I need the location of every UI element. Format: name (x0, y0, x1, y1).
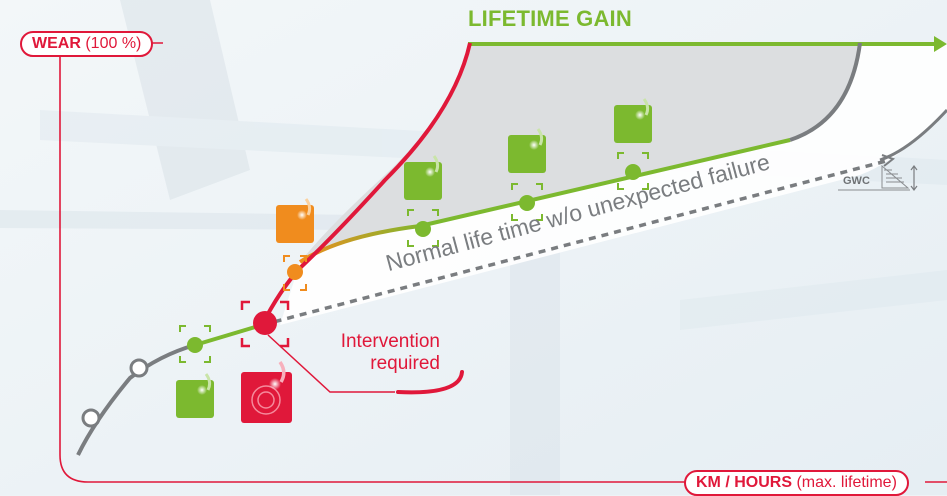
intervention-label-line1: Intervention (340, 331, 440, 352)
green-point (415, 221, 431, 237)
intervention-label: Intervention required (322, 331, 440, 375)
bracket-frames (179, 152, 649, 363)
sensor-icon-green (404, 155, 442, 200)
green-curve-early (194, 323, 263, 347)
gwc-gauge-icon (838, 164, 918, 191)
lifetime-gain-label: LIFETIME GAIN (468, 6, 632, 31)
intervention-label-line2: required (370, 353, 440, 374)
sensor-icon-green (176, 373, 214, 418)
wear-axis-label: WEAR (100 %) (20, 31, 154, 57)
sensor-icon-red (241, 360, 292, 423)
time-axis-label-bold: KM / HOURS (696, 474, 792, 491)
normal-lifetime-area (280, 43, 947, 325)
sensor-icon-orange (276, 198, 314, 243)
red-failure-curve (260, 42, 472, 326)
red-point (253, 311, 277, 335)
green-point (187, 337, 203, 353)
green-curve-improved (298, 138, 791, 264)
orange-point (287, 264, 303, 280)
wear-axis-label-bold: WEAR (32, 35, 81, 52)
normal-lifetime-dashed-line (261, 158, 891, 327)
intervention-connector (267, 334, 395, 393)
green-point (519, 195, 535, 211)
axis-lines (59, 42, 685, 483)
time-axis-label-light: (max. lifetime) (796, 474, 897, 491)
sensor-icon-green (508, 128, 546, 173)
wear-axis-label-light: (100 %) (85, 35, 142, 52)
time-axis-label: KM / HOURS (max. lifetime) (684, 470, 909, 496)
gwc-label: GWC (843, 175, 870, 187)
gain-curve-right (789, 42, 862, 142)
lifetime-gain-arrowhead-icon (934, 36, 947, 52)
check-point-icon (129, 358, 149, 378)
lifetime-gain-area (300, 43, 860, 262)
green-point (625, 164, 641, 180)
sensor-icon-green (614, 98, 652, 143)
check-point-icon (81, 408, 101, 428)
gain-curve-far-right (879, 108, 947, 162)
early-wear-curve (76, 343, 196, 456)
